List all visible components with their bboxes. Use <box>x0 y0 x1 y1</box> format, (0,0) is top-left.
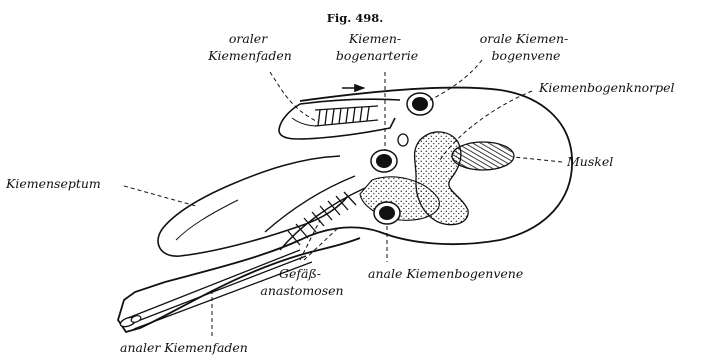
label-analer-kiemenfaden: analer Kiemenfaden <box>120 340 248 355</box>
anale-kiemenbogenvene-vessel <box>374 202 400 224</box>
leader-gefaess-2 <box>304 228 338 260</box>
oral-vessel-ladder <box>315 106 378 126</box>
anal-vessel-ladder <box>288 192 356 245</box>
small-vessel <box>398 134 408 146</box>
kiemenbogenarterie-vessel <box>371 150 397 172</box>
leader-oraler-kiemenfaden <box>270 72 318 122</box>
leader-kiemenseptum <box>124 186 196 206</box>
label-oraler-kiemenfaden: oraler Kiemenfaden <box>207 31 292 63</box>
kiemenseptum-shape <box>158 156 348 256</box>
label-kiemenbogenknorpel: Kiemenbogenknorpel <box>538 80 675 95</box>
leader-muskel <box>514 157 562 162</box>
label-kiemenbogenarterie: Kiemen- bogenarterie <box>336 31 418 63</box>
leader-orale-kiemenbogenvene <box>430 60 482 100</box>
label-muskel: Muskel <box>566 154 613 169</box>
orale-kiemenbogenvene-vessel <box>407 93 433 115</box>
muskel-shape <box>452 142 514 170</box>
label-orale-kiemenbogenvene: orale Kiemen- bogenvene <box>480 31 573 63</box>
label-kiemenseptum: Kiemenseptum <box>5 176 101 191</box>
oral-gill-filament <box>279 104 395 139</box>
figure-title: Fig. 498. <box>327 11 384 25</box>
label-anale-kiemenbogenvene: anale Kiemenbogenvene <box>368 266 523 281</box>
label-gefaess-anastomosen: Gefäß- anastomosen <box>260 266 343 298</box>
